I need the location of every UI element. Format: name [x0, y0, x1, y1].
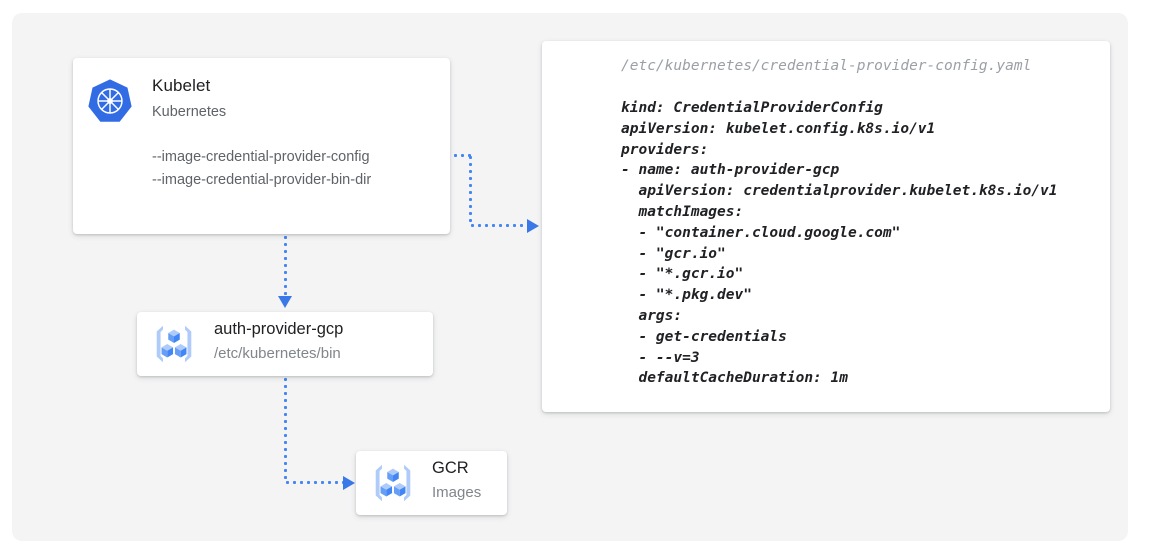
kubelet-card[interactable]: Kubelet Kubernetes --image-credential-pr… — [73, 58, 450, 234]
kubernetes-helm-icon — [87, 78, 133, 124]
connector-provider-to-gcr-segment-2 — [284, 481, 346, 484]
kubelet-title: Kubelet — [152, 76, 211, 95]
auth-provider-gcp-card[interactable]: auth-provider-gcp /etc/kubernetes/bin — [137, 312, 433, 376]
config-yaml-code: kind: CredentialProviderConfig apiVersio… — [621, 100, 1058, 387]
auth-provider-gcp-subtitle: /etc/kubernetes/bin — [214, 345, 341, 362]
container-registry-icon — [369, 459, 417, 507]
credential-provider-config-card[interactable]: /etc/kubernetes/credential-provider-conf… — [542, 41, 1110, 412]
kubelet-subtitle: Kubernetes — [152, 104, 227, 120]
gcr-subtitle: Images — [432, 484, 482, 501]
config-file-path: /etc/kubernetes/credential-provider-conf… — [621, 58, 1032, 74]
connector-kubelet-to-provider-line — [284, 234, 287, 300]
gcr-title: GCR — [432, 459, 469, 477]
connector-kubelet-to-config-arrowhead — [527, 219, 539, 233]
connector-kubelet-to-config-segment-3 — [469, 224, 531, 227]
container-registry-icon — [150, 320, 198, 368]
connector-kubelet-to-provider-arrowhead — [278, 296, 292, 308]
gcr-card[interactable]: GCR Images — [356, 451, 507, 515]
connector-kubelet-to-config-segment-2 — [469, 154, 472, 226]
kubelet-flags: --image-credential-provider-config --ima… — [152, 149, 372, 188]
auth-provider-gcp-title: auth-provider-gcp — [214, 320, 344, 338]
connector-provider-to-gcr-segment-1 — [284, 376, 287, 482]
connector-provider-to-gcr-arrowhead — [343, 476, 355, 490]
